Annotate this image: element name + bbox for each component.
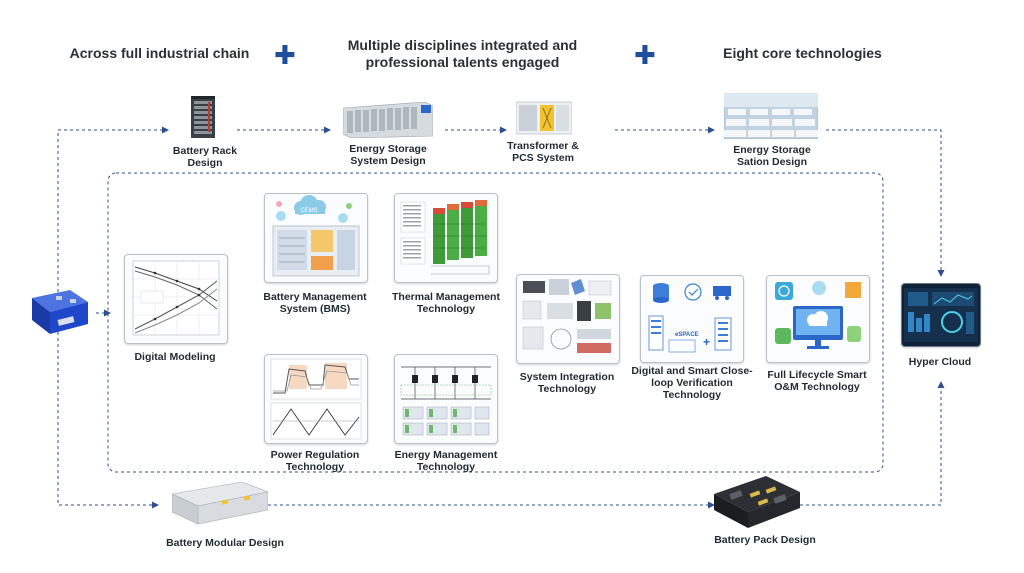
power-regulation-label-line2: Technology: [285, 461, 345, 473]
energy-management-card[interactable]: [394, 354, 498, 444]
headline-disciplines-line1: Multiple disciplines integrated and: [347, 37, 578, 53]
plus-icon: ✚: [634, 40, 656, 70]
thermal-management-card[interactable]: [394, 193, 498, 283]
digital-modeling-card[interactable]: [124, 254, 228, 344]
headline-industrial-chain: Across full industrial chain: [69, 45, 250, 61]
headline-disciplines: Multiple disciplines integrated and prof…: [330, 37, 595, 71]
thermal-management-label-line2: Technology: [416, 303, 476, 315]
energy-management-label: Energy Management Technology: [386, 449, 506, 473]
energy-storage-station-image: [723, 92, 819, 144]
core-tech-frame: [107, 172, 884, 473]
verification-label-line2: loop Verification: [651, 377, 733, 389]
flow-arrow-station-to-cloud: [826, 129, 945, 277]
thermal-management-label-line1: Thermal Management: [392, 291, 500, 303]
digital-modeling-label: Digital Modeling: [134, 351, 216, 363]
verification-label-line1: Digital and Smart Close-: [631, 365, 753, 377]
ess-design-label-line2: System Design: [350, 155, 426, 167]
power-regulation-label: Power Regulation Technology: [255, 449, 375, 473]
cems-text: CEMS: [300, 208, 317, 214]
energy-storage-cabinet-image: [342, 101, 434, 143]
thermal-management-label: Thermal Management Technology: [386, 291, 506, 315]
flow-arrow-pack-to-cloud: [800, 381, 945, 506]
battery-rack-label-line2: Design: [187, 157, 223, 169]
energy-management-label-line2: Technology: [416, 461, 476, 473]
transformer-pcs-image: [515, 100, 573, 141]
verification-label-line3: Technology: [662, 389, 722, 401]
system-integration-card[interactable]: [516, 274, 620, 364]
espace-text: eSPACE: [675, 332, 699, 338]
svg-text:+: +: [703, 335, 710, 349]
plus-icon: ✚: [274, 40, 296, 70]
verification-card[interactable]: eSPACE +: [640, 275, 744, 363]
system-integration-label-line1: System Integration: [519, 371, 615, 383]
battery-rack-image: [188, 96, 218, 145]
battery-rack-label: Battery Rack Design: [150, 145, 260, 169]
bms-label-line2: System (BMS): [279, 303, 351, 315]
transformer-pcs-label-line2: PCS System: [512, 152, 574, 164]
station-design-label: Energy Storage Sation Design: [712, 144, 832, 168]
ess-design-label: Energy Storage System Design: [330, 143, 446, 167]
lifecycle-om-label: Full Lifecycle Smart O&M Technology: [758, 369, 876, 393]
battery-pack-design-label: Battery Pack Design: [714, 534, 816, 546]
system-integration-label-line2: Technology: [537, 383, 597, 395]
lifecycle-om-label-line2: O&M Technology: [774, 381, 860, 393]
battery-cell-image: [26, 290, 90, 341]
headline-disciplines-line2: professional talents engaged: [365, 54, 560, 70]
lifecycle-om-card[interactable]: [766, 275, 870, 363]
bms-label-line1: Battery Management: [263, 291, 367, 303]
ess-design-label-line1: Energy Storage: [349, 143, 427, 155]
battery-module-image: [170, 481, 270, 531]
station-design-label-line1: Energy Storage: [733, 144, 811, 156]
battery-rack-label-line1: Battery Rack: [172, 145, 238, 157]
top-flow-line: [57, 126, 169, 298]
power-regulation-card[interactable]: [264, 354, 368, 444]
transformer-pcs-label: Transformer & PCS System: [495, 140, 591, 164]
lifecycle-om-label-line1: Full Lifecycle Smart: [767, 369, 867, 381]
battery-pack-image: [714, 476, 800, 535]
station-design-label-line2: Sation Design: [736, 156, 807, 168]
energy-management-label-line1: Energy Management: [394, 449, 498, 461]
bms-label: Battery Management System (BMS): [255, 291, 375, 315]
verification-label: Digital and Smart Close- loop Verificati…: [631, 365, 753, 401]
system-integration-label: System Integration Technology: [508, 371, 626, 395]
hyper-cloud-card[interactable]: [901, 283, 981, 347]
power-regulation-label-line1: Power Regulation: [270, 449, 360, 461]
bms-card[interactable]: CEMS: [264, 193, 368, 283]
battery-modular-design-label: Battery Modular Design: [166, 537, 284, 549]
hyper-cloud-label: Hyper Cloud: [908, 356, 972, 368]
transformer-pcs-label-line1: Transformer &: [507, 140, 579, 152]
headline-core-tech: Eight core technologies: [723, 45, 882, 61]
